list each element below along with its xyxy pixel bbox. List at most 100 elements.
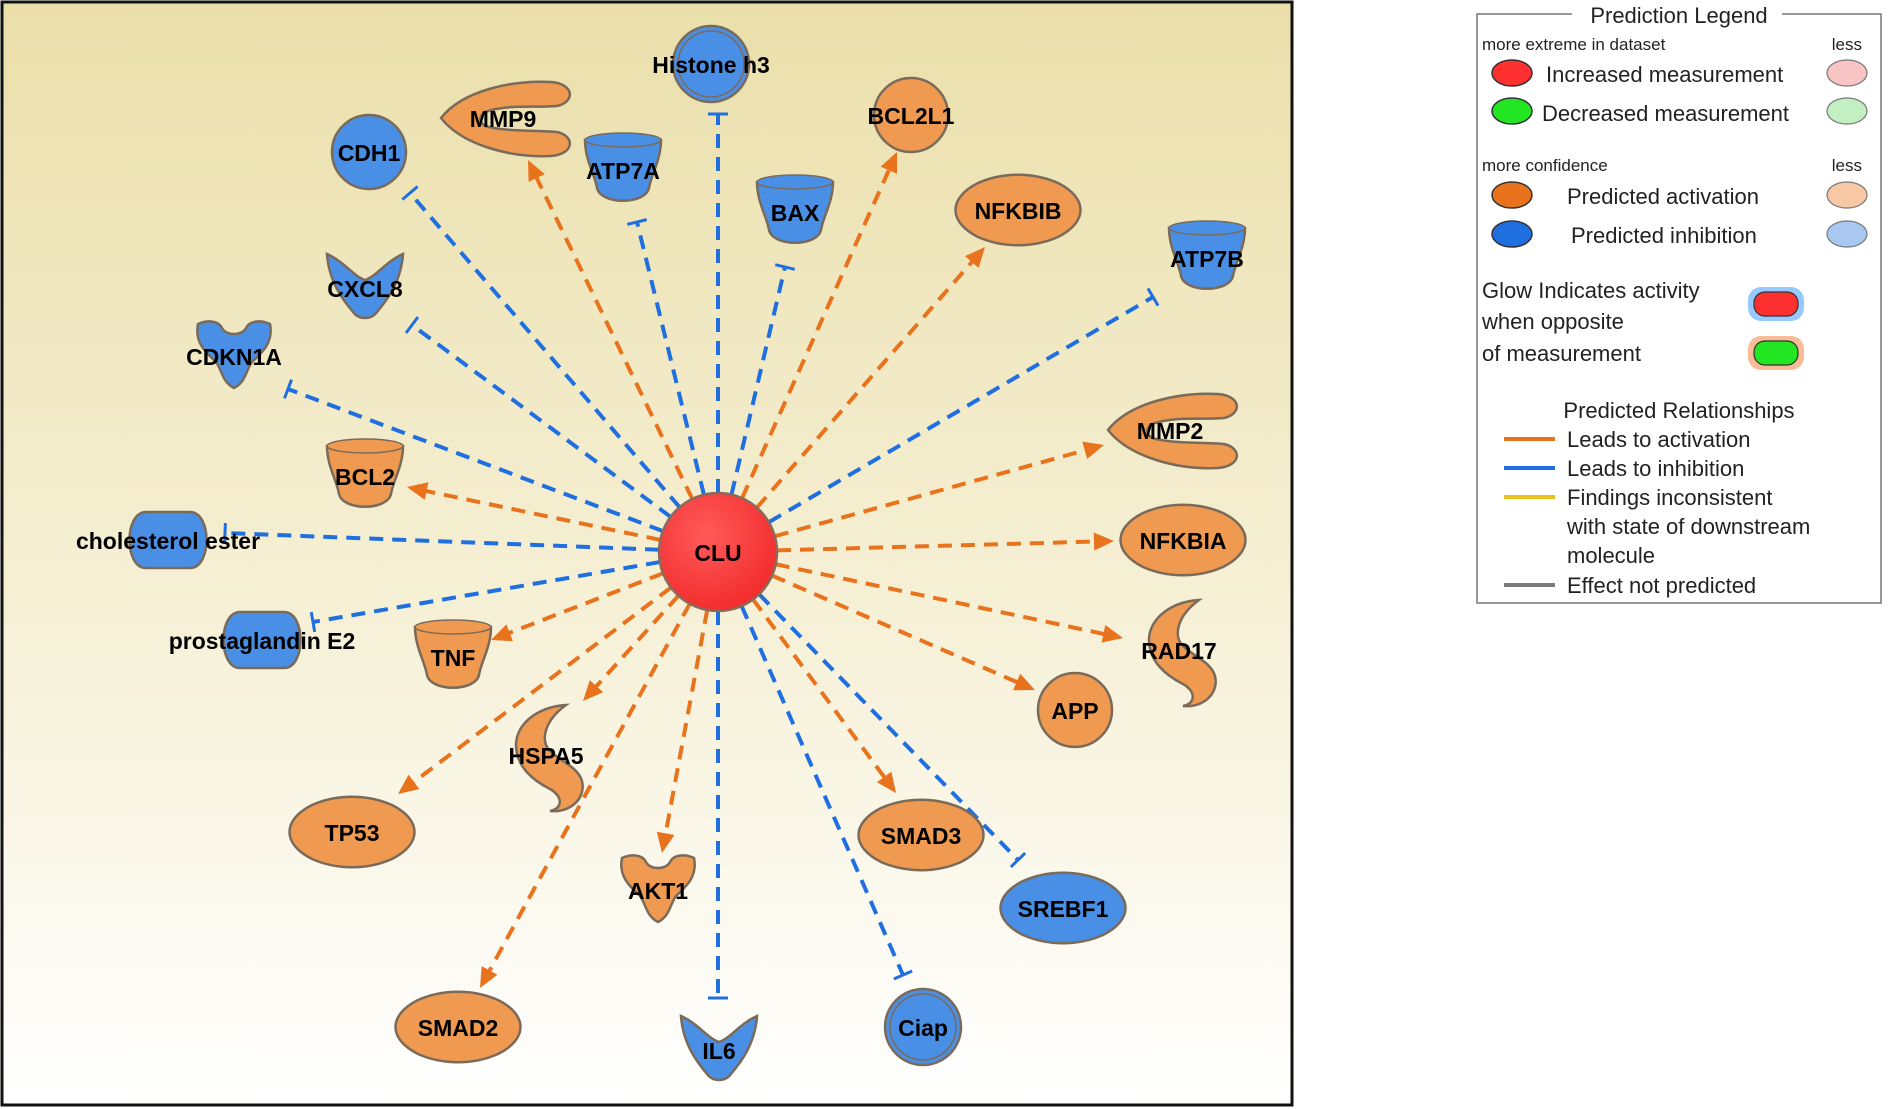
node-smad3[interactable]: SMAD3 (857, 798, 985, 872)
legend-rel-inconsistent-line2: with state of downstream (1566, 514, 1810, 539)
node-label-app: APP (1051, 698, 1098, 724)
node-label-mmp2: MMP2 (1137, 418, 1203, 444)
node-rad17[interactable]: RAD17 (1141, 598, 1217, 708)
node-label-smad2: SMAD2 (418, 1015, 499, 1041)
node-label-bcl2: BCL2 (335, 464, 395, 490)
node-label-cdh1: CDH1 (338, 140, 401, 166)
edge-clu-tp53[interactable] (398, 585, 673, 794)
edge-clu-nfkbia[interactable] (776, 532, 1114, 553)
edge-clu-cdh1[interactable] (401, 185, 682, 509)
activation-swatch (1491, 181, 1533, 209)
node-label-akt1: AKT1 (628, 878, 688, 904)
node-label-il6: IL6 (702, 1038, 735, 1064)
node-mmp2[interactable]: MMP2 (1106, 392, 1238, 470)
edge-clu-app[interactable] (771, 573, 1035, 691)
legend-confidence-header: more confidence (1482, 156, 1608, 175)
legend-box (1476, 13, 1882, 604)
node-label-cxcl8: CXCL8 (327, 276, 403, 302)
node-cholesterol-ester[interactable]: cholesterol ester (76, 510, 260, 570)
edge-clu-bax[interactable] (729, 263, 796, 496)
node-prostaglandin-e2[interactable]: prostaglandin E2 (169, 610, 356, 670)
edge-clu-il6[interactable] (708, 611, 728, 1000)
edge-clu-mmp9[interactable] (528, 160, 695, 500)
legend-rel-inconsistent-line1: Findings inconsistent (1567, 485, 1772, 510)
edge-clu-atp7a[interactable] (626, 218, 706, 496)
node-akt1[interactable]: AKT1 (620, 854, 696, 924)
legend-glow-line1: Glow Indicates activity (1482, 278, 1700, 303)
edge-clu-atp7b[interactable] (767, 287, 1160, 524)
glow-green-swatch (1748, 336, 1804, 370)
node-bcl2l1[interactable]: BCL2L1 (868, 76, 955, 154)
node-label-cdkn1a: CDKN1A (186, 344, 282, 370)
edge-clu-cdkn1a[interactable] (283, 379, 664, 533)
node-app[interactable]: APP (1036, 671, 1114, 749)
node-label-mmp9: MMP9 (470, 106, 536, 132)
edge-clu-akt1[interactable] (656, 609, 710, 853)
center-node-label: CLU (694, 540, 741, 566)
edges-layer (223, 112, 1160, 1000)
edge-clu-nfkbib[interactable] (755, 247, 985, 509)
increased-swatch (1491, 59, 1533, 87)
node-il6[interactable]: IL6 (679, 1014, 759, 1082)
node-label-srebf1: SREBF1 (1018, 896, 1109, 922)
node-srebf1[interactable]: SREBF1 (999, 871, 1127, 945)
edge-clu-bcl2[interactable] (407, 482, 661, 542)
edge-clu-cxcl8[interactable] (404, 316, 672, 519)
node-hspa5[interactable]: HSPA5 (509, 703, 584, 813)
legend-glow-line2: when opposite (1481, 309, 1624, 334)
inhibition-swatch (1491, 220, 1533, 248)
edge-clu-smad3[interactable] (751, 598, 896, 793)
node-nfkbia[interactable]: NFKBIA (1119, 503, 1247, 577)
node-label-ciap: Ciap (898, 1015, 948, 1041)
node-label-tnf: TNF (431, 645, 476, 671)
node-label-smad3: SMAD3 (881, 823, 962, 849)
edge-clu-mmp2[interactable] (774, 441, 1104, 539)
node-smad2[interactable]: SMAD2 (394, 990, 522, 1064)
edge-clu-rad17[interactable] (775, 562, 1123, 643)
edge-clu-bcl2l1[interactable] (740, 152, 898, 499)
edge-clu-histone-h3[interactable] (708, 112, 728, 493)
legend-rel-inhibition: Leads to inhibition (1567, 456, 1744, 481)
prediction-legend: Prediction Legend more extreme in datase… (1476, 2, 1882, 604)
node-atp7b[interactable]: ATP7B (1167, 220, 1247, 290)
legend-rel-not-predicted: Effect not predicted (1567, 573, 1756, 598)
edge-clu-ciap[interactable] (739, 605, 913, 981)
increased-less-swatch (1826, 59, 1868, 87)
node-nfkbib[interactable]: NFKBIB (954, 173, 1082, 247)
node-label-rad17: RAD17 (1141, 638, 1216, 664)
decreased-swatch (1491, 97, 1533, 125)
inhibition-less-swatch (1826, 220, 1868, 248)
node-atp7a[interactable]: ATP7A (583, 132, 663, 202)
node-label-bax: BAX (771, 200, 820, 226)
node-label-nfkbib: NFKBIB (975, 198, 1062, 224)
legend-increased: Increased measurement (1546, 62, 1783, 87)
edge-clu-hspa5[interactable] (583, 594, 680, 701)
node-tp53[interactable]: TP53 (288, 795, 416, 869)
node-bax[interactable]: BAX (755, 174, 835, 244)
node-label-tp53: TP53 (325, 820, 380, 846)
node-bcl2[interactable]: BCL2 (325, 438, 405, 508)
node-label-prostaglandin-e2: prostaglandin E2 (169, 628, 356, 654)
node-ciap[interactable]: Ciap (883, 987, 963, 1067)
node-cxcl8[interactable]: CXCL8 (325, 252, 405, 320)
node-label-histone-h3: Histone h3 (652, 52, 770, 78)
edge-clu-smad2[interactable] (480, 602, 692, 988)
legend-rel-activation: Leads to activation (1567, 427, 1750, 452)
node-histone-h3[interactable]: Histone h3 (652, 24, 770, 104)
edge-clu-cholesterol-ester[interactable] (223, 522, 660, 552)
legend-measurement-less: less (1832, 35, 1862, 54)
edge-clu-tnf[interactable] (491, 571, 664, 642)
center-node-clu[interactable]: CLU (657, 491, 779, 613)
node-cdh1[interactable]: CDH1 (330, 113, 408, 191)
node-cdkn1a[interactable]: CDKN1A (186, 320, 282, 390)
legend-activation: Predicted activation (1567, 184, 1759, 209)
legend-relationships-title: Predicted Relationships (1563, 398, 1794, 423)
node-tnf[interactable]: TNF (413, 619, 493, 689)
decreased-less-swatch (1826, 97, 1868, 125)
activation-less-swatch (1826, 181, 1868, 209)
edge-clu-prostaglandin-e2[interactable] (309, 560, 661, 633)
node-label-atp7b: ATP7B (1170, 246, 1244, 272)
node-mmp9[interactable]: MMP9 (439, 80, 571, 158)
